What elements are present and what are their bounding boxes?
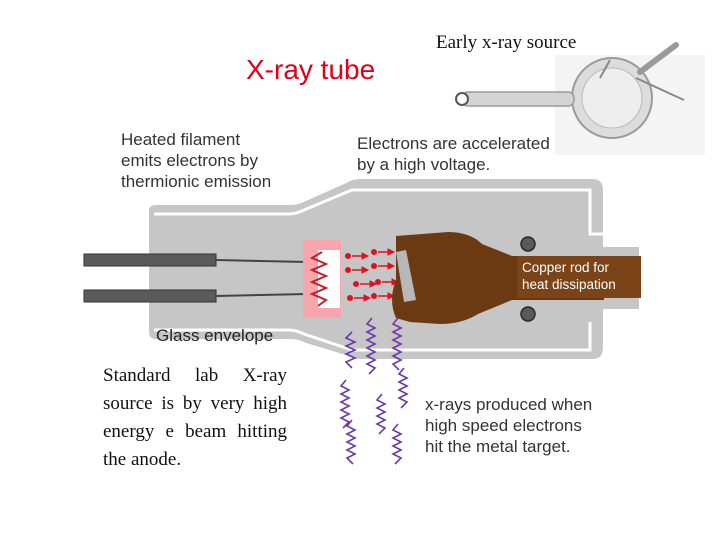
x-ray-waves: [339, 317, 409, 465]
x-ray-wave-icon: [339, 379, 351, 429]
electron-arrow-icon: [371, 262, 396, 270]
filament-coil-icon: [309, 251, 329, 307]
electron-arrow-icon: [345, 252, 370, 260]
electrons-label-line: Electrons are accelerated: [357, 134, 550, 153]
electrons-label-line: by a high voltage.: [357, 155, 491, 174]
electrons-label: Electrons are accelerated by a high volt…: [357, 133, 550, 175]
x-rays-label-line: hit the metal target.: [425, 437, 571, 456]
electron-stream: [345, 248, 400, 302]
x-ray-wave-icon: [391, 317, 403, 371]
copper-rod-label: Copper rod for heat dissipation: [522, 259, 616, 293]
electron-arrow-icon: [353, 280, 378, 288]
x-rays-label-line: x-rays produced when: [425, 395, 593, 414]
x-ray-wave-icon: [365, 317, 377, 375]
copper-label-background: [517, 256, 641, 298]
x-ray-wave-icon: [375, 393, 387, 435]
glass-envelope-label: Glass envelope: [156, 326, 274, 345]
x-ray-wave-icon: [344, 331, 357, 369]
filament-label-line: Heated filament: [121, 130, 241, 149]
photo-caption: Early x-ray source: [436, 32, 577, 53]
filament-label-line: thermionic emission: [121, 172, 272, 191]
x-ray-wave-icon: [345, 419, 357, 465]
electron-arrow-icon: [371, 248, 396, 256]
anode: [392, 232, 604, 324]
cathode-cup: [303, 240, 341, 318]
glass-envelope: [147, 177, 641, 361]
x-ray-wave-icon: [391, 423, 403, 465]
copper-label-line: Copper rod for: [522, 260, 610, 275]
standard-source-description: Standard lab X-ray source is by very hig…: [103, 365, 287, 470]
cathode-leads: [83, 253, 309, 303]
early-x-ray-source-photo: [455, 42, 705, 155]
x-rays-label-line: high speed electrons: [425, 416, 582, 435]
filament-label: Heated filament emits electrons by therm…: [121, 129, 271, 192]
copper-label-line: heat dissipation: [522, 277, 616, 292]
electron-arrow-icon: [371, 292, 396, 300]
electron-arrow-icon: [347, 294, 372, 302]
electron-arrow-icon: [375, 278, 400, 286]
x-rays-label: x-rays produced when high speed electron…: [425, 394, 592, 457]
filament-label-line: emits electrons by: [121, 151, 258, 170]
page-title: X-ray tube: [246, 54, 376, 85]
electron-arrow-icon: [345, 266, 370, 274]
x-ray-wave-icon: [397, 367, 409, 409]
